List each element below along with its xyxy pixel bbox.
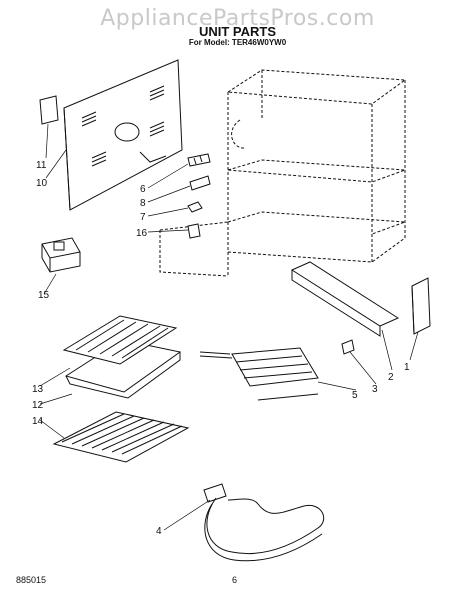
callout-7: 7 xyxy=(140,212,146,223)
callout-1: 1 xyxy=(404,362,410,373)
broil-element-part xyxy=(199,347,319,401)
callout-16: 16 xyxy=(136,228,148,239)
callout-11: 11 xyxy=(36,160,47,171)
callout-12: 12 xyxy=(32,400,44,411)
callout-3: 3 xyxy=(372,384,378,395)
page-number: 6 xyxy=(232,575,238,585)
callout-5: 5 xyxy=(352,390,358,401)
broiler-grid-part xyxy=(62,315,178,365)
oven-rack-part xyxy=(52,411,190,463)
terminal-block-part xyxy=(187,153,211,167)
bake-element-part xyxy=(203,483,325,562)
callout-13: 13 xyxy=(32,384,44,395)
callout-6: 6 xyxy=(140,184,146,195)
document-number: 885015 xyxy=(16,575,47,585)
callout-8: 8 xyxy=(140,198,146,209)
callout-15: 15 xyxy=(38,290,50,301)
diagram-title: UNIT PARTS xyxy=(198,24,277,39)
terminal-plate-part xyxy=(39,95,59,125)
oven-cabinet-frame xyxy=(159,69,407,277)
bracket-part xyxy=(189,175,211,191)
callout-14: 14 xyxy=(32,416,44,427)
watermark: AppliancePartsPros.com xyxy=(100,6,375,31)
sensor-part xyxy=(187,223,201,239)
clip-part xyxy=(187,201,203,213)
callout-4: 4 xyxy=(156,526,162,537)
back-panel xyxy=(63,59,183,211)
callout-10: 10 xyxy=(36,178,48,189)
callout-2: 2 xyxy=(388,372,394,383)
side-trim-part xyxy=(411,277,431,335)
callout-leaders xyxy=(39,123,419,531)
side-rail-part xyxy=(290,261,400,337)
model-line: For Model: TER46W0YW0 xyxy=(188,38,287,47)
element-clip-part xyxy=(341,339,355,355)
control-box-part xyxy=(41,237,81,273)
